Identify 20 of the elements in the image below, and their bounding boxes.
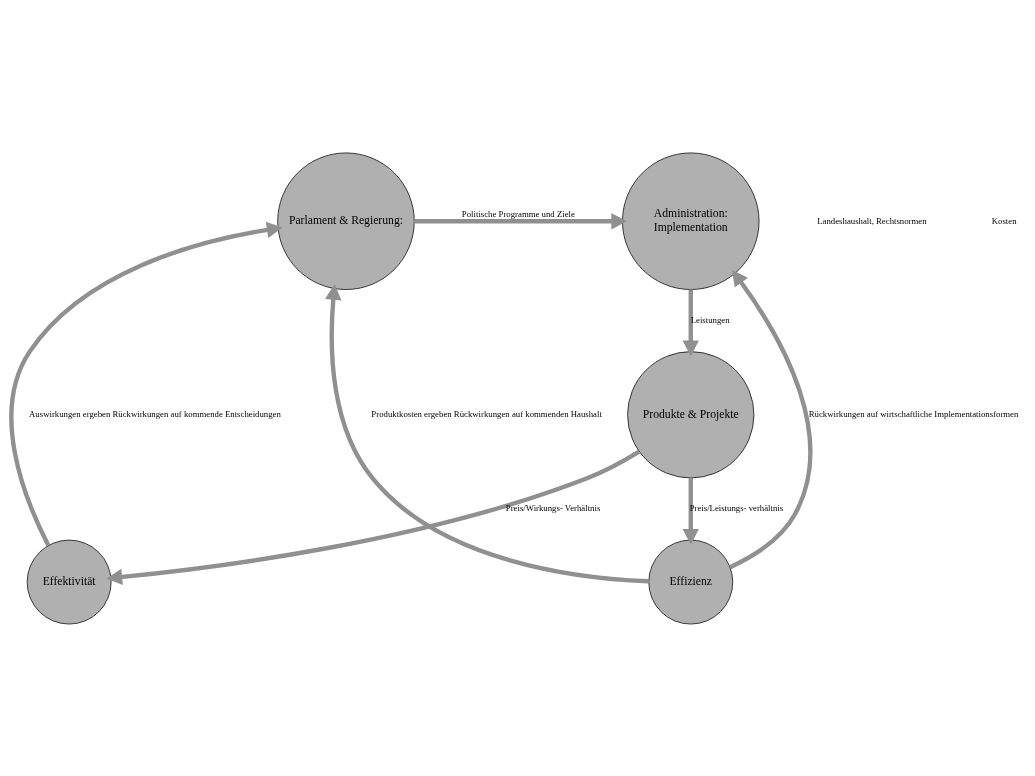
label: Kosten [991, 214, 1017, 225]
edge-label: Auswirkungen ergeben Rückwirkungen auf kommende Entscheidungen [29, 408, 281, 419]
edge-label: Preis/Leistungs- verhältnis [689, 502, 784, 513]
node-circle: Effektivität [26, 539, 112, 624]
edge-label: Rückwirkungen auf wirtschaftliche Implementationsformen [808, 408, 1019, 419]
arrow [9, 221, 283, 546]
node-circle: Effizienz [648, 539, 734, 624]
arrow [325, 283, 649, 583]
node-circle: Parlament & Regierung: [277, 152, 415, 290]
arrow [682, 477, 699, 545]
node-circle: Produkte & Projekte [627, 350, 755, 478]
edge-label: Preis/Wirkungs- Verhältnis [505, 502, 601, 513]
edge-label: Politische Programme und Ziele [461, 208, 575, 219]
arrow [729, 269, 813, 569]
label: Landeshaushalt, Rechtsnormen [817, 214, 927, 225]
arrow [414, 212, 627, 229]
edge-label: Leistungen [690, 314, 730, 325]
edge-label: Produktkosten ergeben Rückwirkungen auf kommenden Haushalt [371, 408, 602, 419]
arrow [682, 289, 699, 356]
arrow [106, 449, 641, 585]
